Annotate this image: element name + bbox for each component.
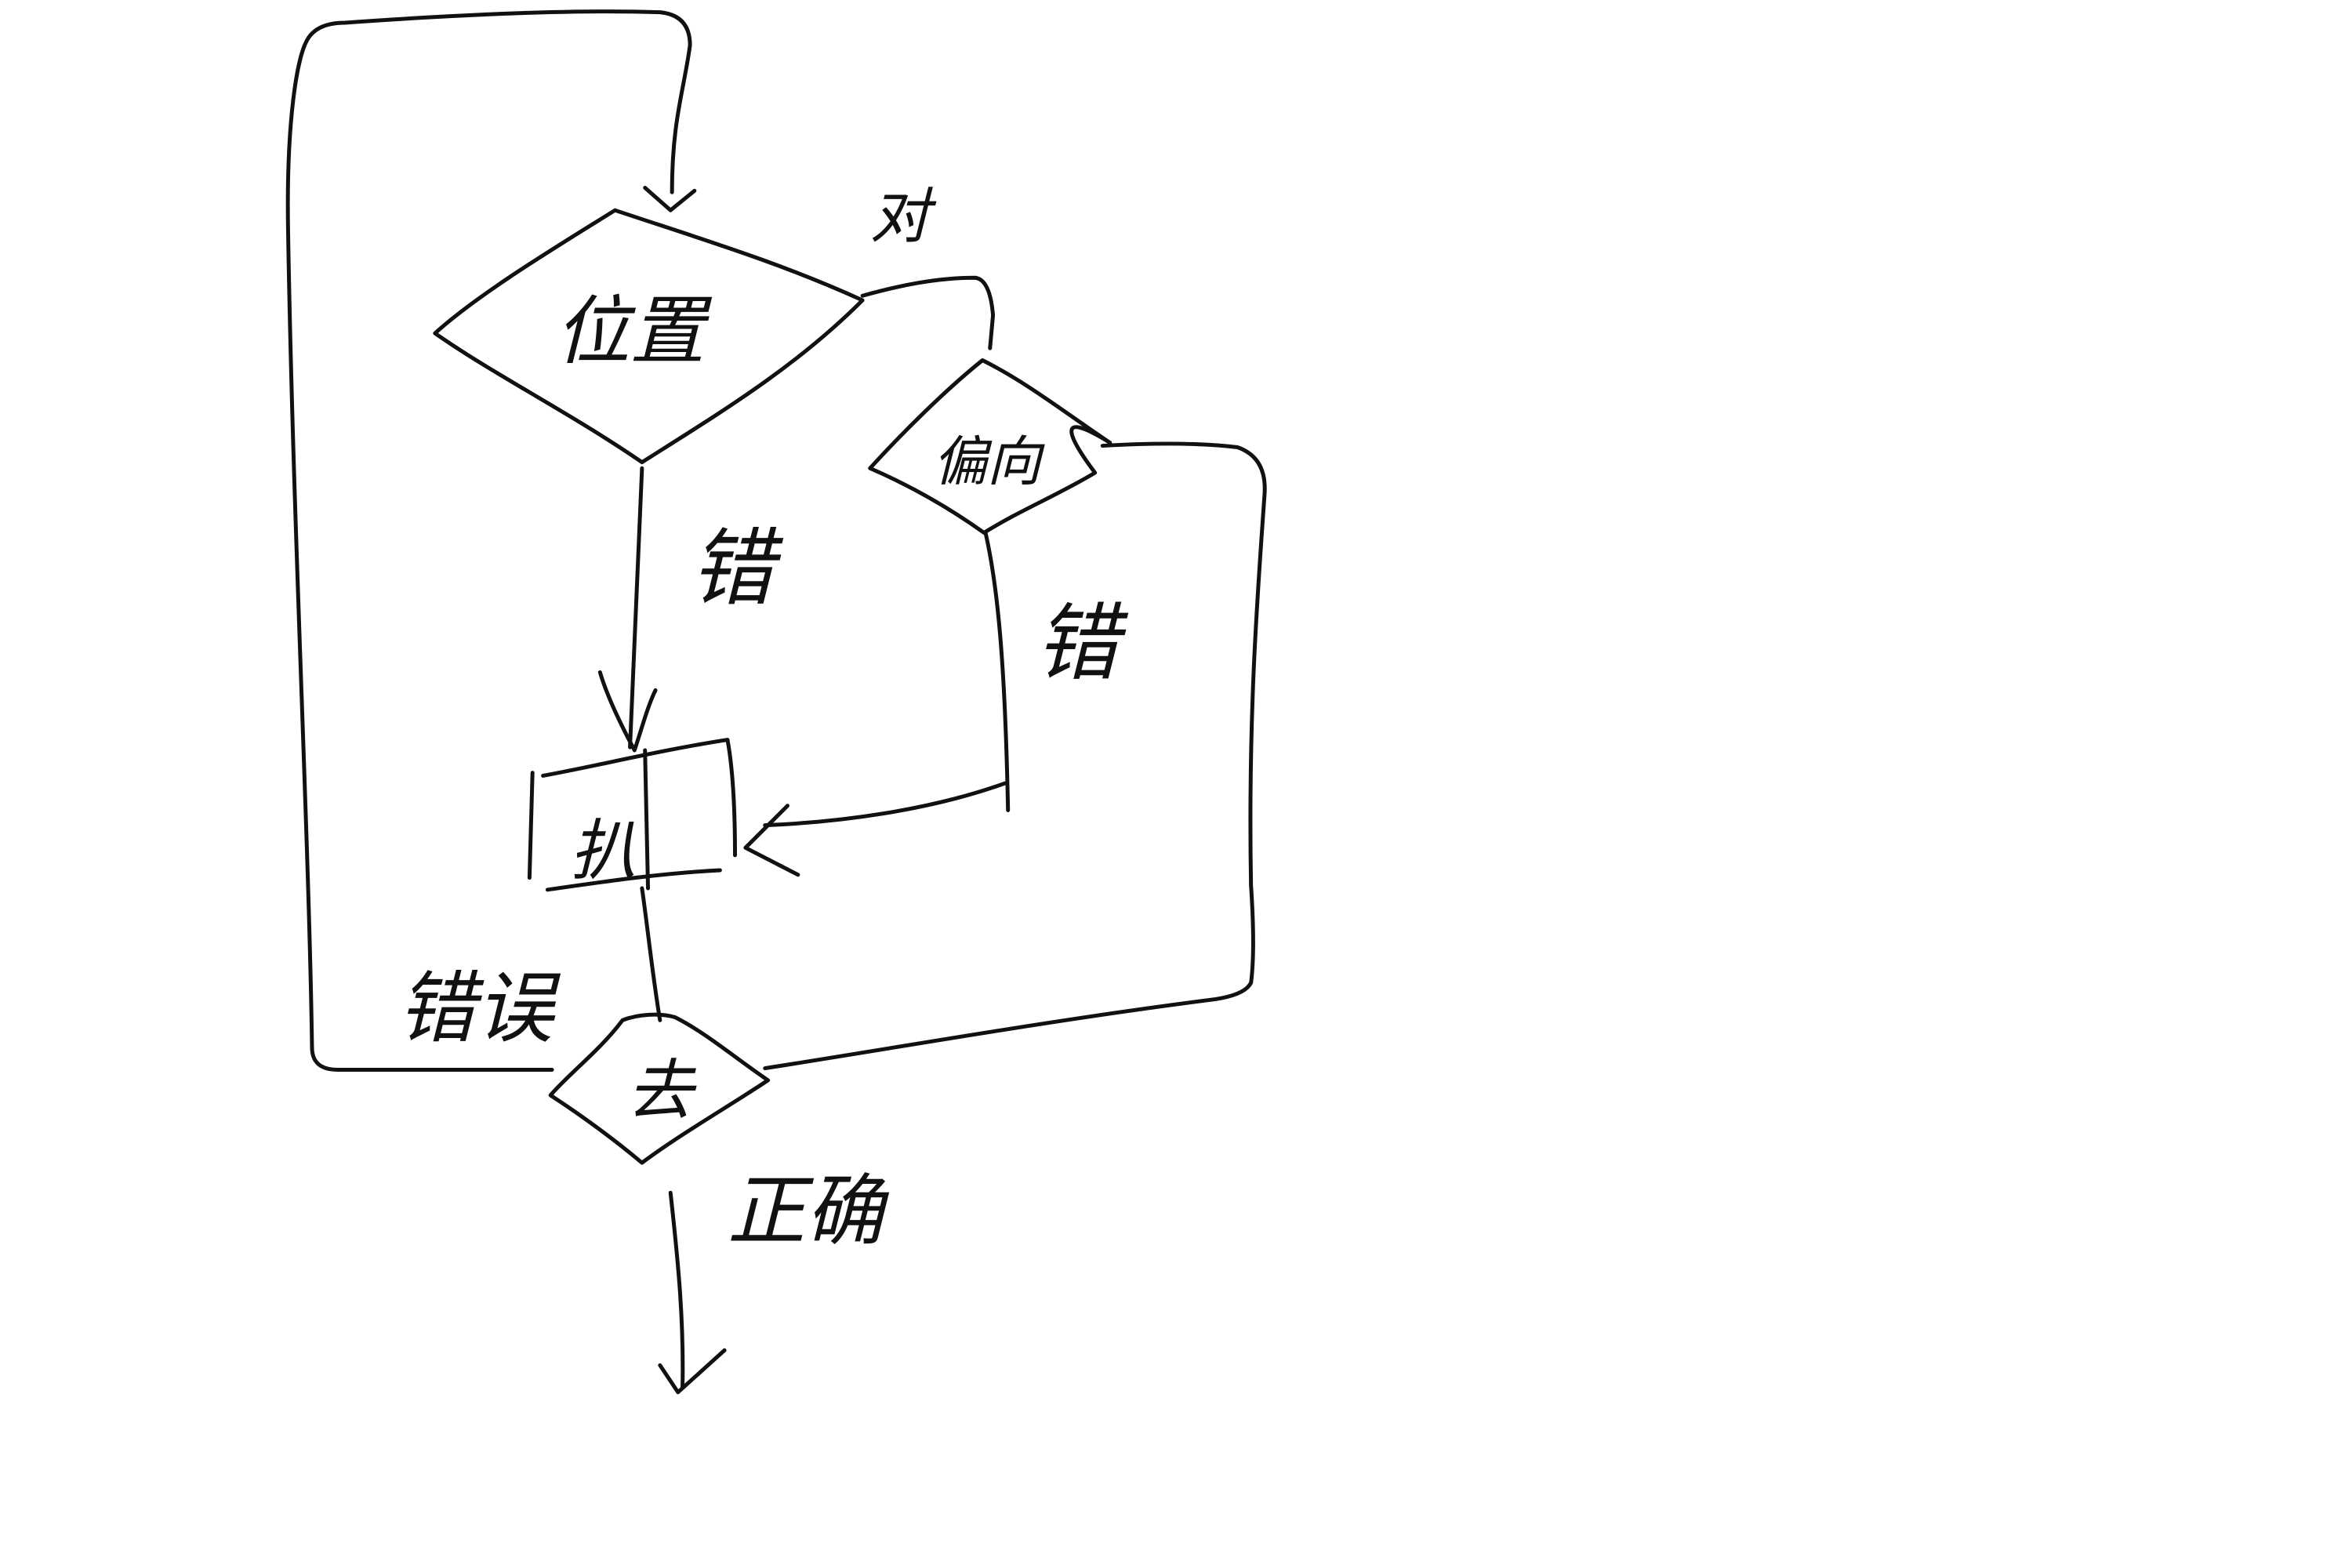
offset-decision-label: 偏向 [933,431,1045,494]
final-decision-label: 去 [627,1052,697,1129]
flowchart-labels: 位置 偏向 扒 去 对 错 错 错误 正确 [397,183,1129,1257]
entry-arrowhead [643,185,697,212]
offset-false-arrowhead [743,804,800,877]
final-true-label: 正确 [728,1167,889,1257]
offset-decision-diamond [868,358,1112,535]
final-true-arrowhead [658,1348,727,1395]
position-decision-diamond [433,208,865,465]
offset-false-horizontal [763,781,1007,828]
position-false-label: 错 [690,521,784,618]
final-false-label: 错误 [397,964,561,1054]
process-to-final-line [640,886,662,1022]
position-false-line [628,466,644,750]
position-decision-label: 位置 [555,288,713,376]
final-true-line [668,1190,685,1390]
position-false-arrowhead [597,670,658,753]
error-loop-line [285,9,692,1072]
final-decision-diamond [548,1012,771,1165]
offset-true-line [763,441,1267,1071]
flowchart-strokes [285,9,1267,1395]
position-true-label: 对 [870,183,937,252]
position-true-line [860,275,996,350]
offset-false-line [983,531,1011,812]
offset-false-label: 错 [1035,595,1129,692]
process-adjust-label: 扒 [570,812,636,889]
process-box [527,738,737,892]
